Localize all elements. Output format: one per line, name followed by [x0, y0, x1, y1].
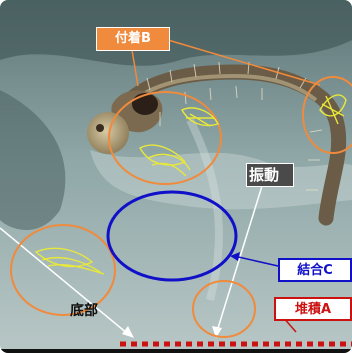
orange-circle-right — [302, 76, 352, 154]
dark-shadow-band — [0, 0, 352, 66]
larva-dark-spot — [132, 93, 158, 115]
dark-shadow-left — [0, 90, 66, 230]
label-vibration: 振動 — [246, 163, 294, 187]
label-attachment-b: 付着B — [96, 27, 170, 51]
arrow-head-vibration — [212, 326, 222, 338]
glass-streak — [186, 118, 223, 301]
blue-circle-binding — [106, 190, 238, 282]
orange-circle-upper — [108, 91, 222, 185]
arrow-head-bottom — [122, 326, 134, 338]
larva-eye — [96, 124, 104, 132]
arrow-head-binding — [230, 252, 240, 261]
label-deposit-a: 堆積A — [274, 297, 352, 321]
orange-circle-bottom — [192, 280, 256, 338]
larva-body — [120, 64, 347, 226]
larva-body-highlight — [132, 73, 318, 102]
yellow-particles — [34, 94, 347, 275]
orange-circle-left — [10, 224, 116, 316]
label-bottom: 底部 — [70, 303, 98, 319]
larva-head — [87, 112, 129, 154]
label-binding-c: 結合C — [278, 258, 352, 282]
